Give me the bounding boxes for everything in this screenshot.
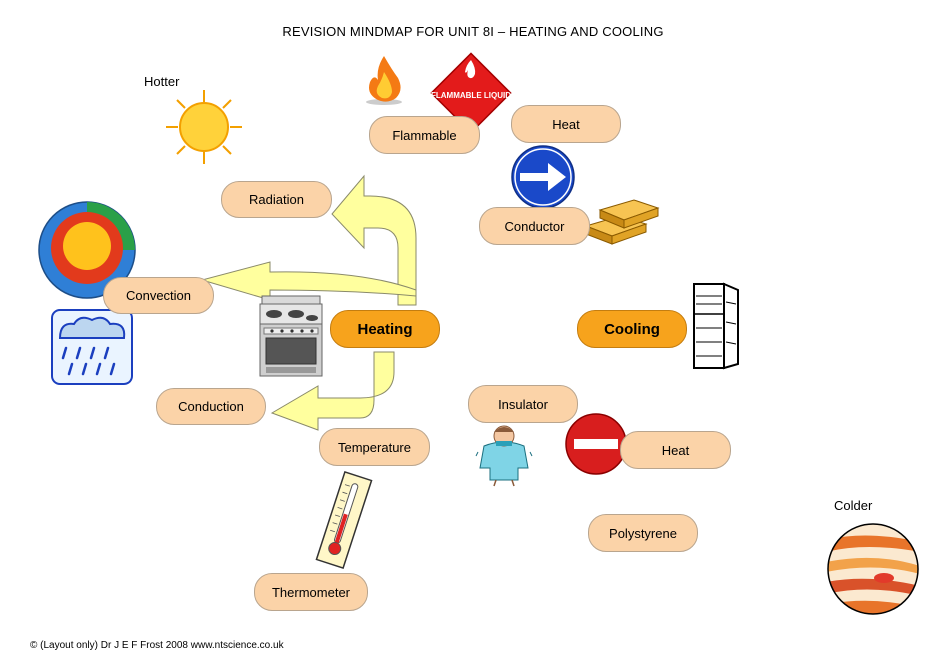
arrow-conduction [270, 351, 395, 431]
planet-icon [827, 523, 919, 615]
thermometer-icon [315, 470, 373, 570]
arrow-convection [200, 261, 417, 301]
node-radiation: Radiation [221, 181, 332, 218]
gold-bars-icon [584, 199, 660, 245]
node-flammable: Flammable [369, 116, 480, 154]
sun-icon [166, 90, 242, 164]
node-heating: Heating [330, 310, 440, 348]
node-heat-top: Heat [511, 105, 621, 143]
node-conductor: Conductor [479, 207, 590, 245]
node-cooling: Cooling [577, 310, 687, 348]
node-polystyrene: Polystyrene [588, 514, 698, 552]
arrow-sign-icon [511, 145, 575, 209]
page-title: REVISION MINDMAP FOR UNIT 8I – HEATING A… [282, 24, 664, 39]
node-convection: Convection [103, 277, 214, 314]
cooker-icon [259, 295, 323, 377]
node-conduction: Conduction [156, 388, 266, 425]
footer-credit: © (Layout only) Dr J E F Frost 2008 www.… [30, 640, 284, 651]
cold-person-icon [475, 425, 533, 487]
flame-icon [366, 56, 402, 105]
flammable-sign-icon: FLAMMABLE LIQUID [430, 52, 512, 134]
fridge-icon [693, 282, 739, 370]
flammable-sign-text: FLAMMABLE LIQUID [431, 91, 511, 100]
arrow-radiation [331, 174, 417, 306]
hotter-label: Hotter [144, 74, 180, 89]
node-temperature: Temperature [319, 428, 430, 466]
node-heat-bottom: Heat [620, 431, 731, 469]
colder-label: Colder [834, 498, 873, 513]
no-entry-sign-icon [565, 413, 627, 475]
node-insulator: Insulator [468, 385, 578, 423]
earth-core-icon [38, 201, 136, 299]
rain-cloud-icon [51, 309, 133, 385]
node-thermometer: Thermometer [254, 573, 368, 611]
